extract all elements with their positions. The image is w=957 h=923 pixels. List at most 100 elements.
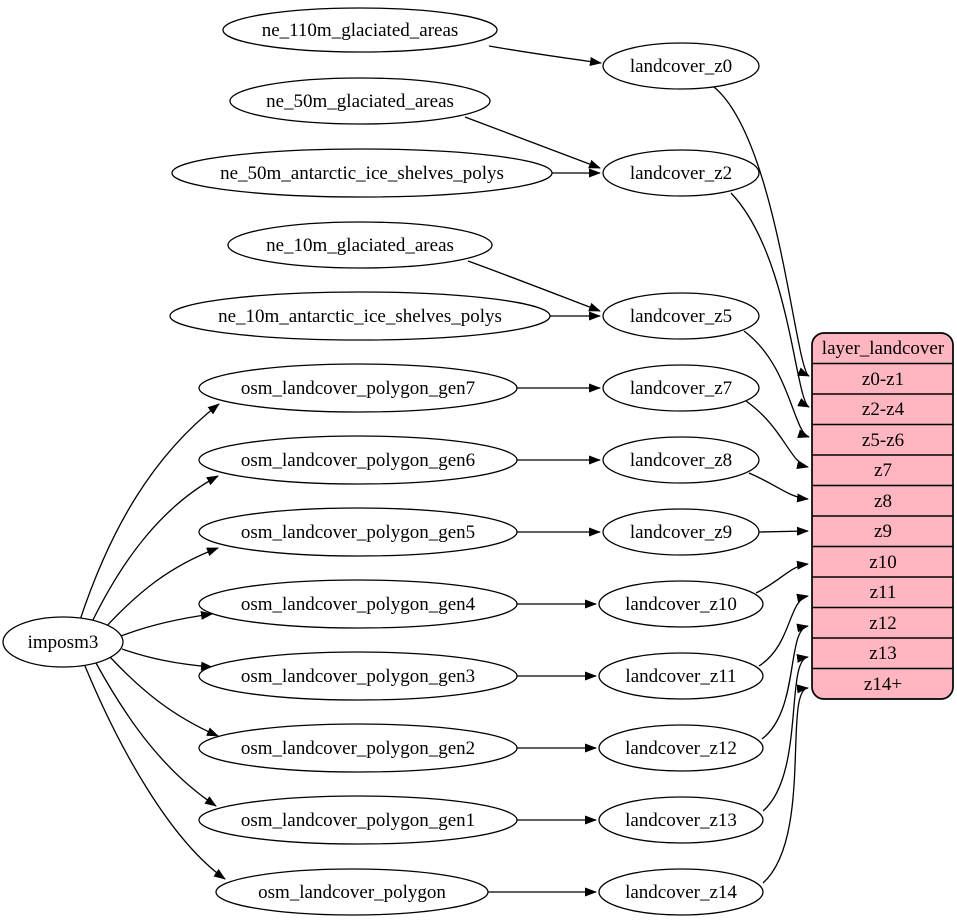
node-ellipse (2, 616, 124, 668)
edge-ne-50m-glaciated-areas--landcover-z2 (464, 116, 601, 169)
edge-ne-10m-glaciated-areas--landcover-z5 (467, 260, 601, 312)
node-label: landcover_z7 (630, 378, 732, 399)
node-ellipse (602, 292, 760, 340)
node-ne-110m-glaciated-areas: ne_110m_glaciated_areas (222, 7, 498, 53)
node-label: landcover_z14 (625, 882, 737, 903)
node-ellipse (198, 435, 518, 485)
node-imposm3: imposm3 (2, 616, 124, 668)
node-label: ne_50m_glaciated_areas (266, 91, 454, 112)
edge-landcover-z13--row-z13 (762, 654, 809, 812)
node-label: landcover_z12 (625, 738, 737, 759)
node-landcover-z0: landcover_z0 (602, 42, 760, 90)
node-ellipse (598, 652, 764, 700)
edges-layer (79, 45, 810, 897)
table-row-label-z11: z11 (870, 582, 897, 603)
node-label: ne_10m_glaciated_areas (266, 235, 454, 256)
table-row-label-z10: z10 (869, 552, 896, 573)
node-landcover-z9: landcover_z9 (602, 508, 760, 556)
node-landcover-z11: landcover_z11 (598, 652, 764, 700)
node-landcover-z12: landcover_z12 (598, 724, 764, 772)
node-ellipse (198, 795, 518, 845)
node-ellipse (171, 148, 553, 198)
edge-imposm3--osm-landcover-polygon-gen7 (79, 403, 220, 621)
edge-landcover-z12--row-z12 (761, 623, 809, 740)
node-label: landcover_z9 (630, 522, 732, 543)
node-osm-landcover-polygon-gen2: osm_landcover_polygon_gen2 (198, 723, 518, 773)
node-osm-landcover-polygon-gen4: osm_landcover_polygon_gen4 (198, 579, 518, 629)
node-label: osm_landcover_polygon_gen2 (241, 738, 475, 759)
edge-ne-110m-glaciated-areas--landcover-z0 (488, 45, 602, 66)
node-ellipse (198, 363, 518, 413)
node-label: landcover_z5 (630, 306, 732, 327)
node-landcover-z14: landcover_z14 (598, 868, 764, 916)
edge-landcover-z7--row-z7 (745, 400, 809, 469)
node-label: osm_landcover_polygon_gen5 (241, 522, 475, 543)
node-ellipse (598, 580, 764, 628)
edge-landcover-z9--row-z9 (758, 526, 809, 536)
node-landcover-z8: landcover_z8 (602, 436, 760, 484)
node-osm-landcover-polygon-gen7: osm_landcover_polygon_gen7 (198, 363, 518, 413)
node-ellipse (169, 291, 551, 341)
node-label: imposm3 (28, 632, 99, 653)
edge-landcover-z14--row-z14plus (762, 684, 809, 884)
edge-imposm3--osm-landcover-polygon-gen1 (95, 662, 217, 807)
nodes-layer: imposm3 ne_110m_glaciated_areas ne_50m_g… (2, 7, 764, 916)
node-label: osm_landcover_polygon (258, 882, 446, 903)
node-label: landcover_z10 (625, 594, 737, 615)
node-ellipse (215, 868, 489, 916)
edge-imposm3--osm-landcover-polygon-gen3 (121, 648, 213, 671)
node-ellipse (602, 508, 760, 556)
edge-landcover-z10--row-z10 (755, 560, 809, 594)
node-ne-10m-glaciated-areas: ne_10m_glaciated_areas (227, 221, 493, 269)
node-label: ne_50m_antarctic_ice_shelves_polys (220, 163, 504, 184)
node-osm-landcover-polygon-gen1: osm_landcover_polygon_gen1 (198, 795, 518, 845)
table-row-label-z8: z8 (874, 491, 892, 512)
node-ellipse (598, 796, 764, 844)
node-label: landcover_z13 (625, 810, 737, 831)
edge-landcover-z5--row-z5-z6 (743, 330, 810, 438)
node-ellipse (227, 221, 493, 269)
edge-landcover-z0--row-z0-z1 (713, 86, 810, 377)
node-label: osm_landcover_polygon_gen6 (241, 450, 475, 471)
edge-imposm3--osm-landcover-polygon (84, 665, 226, 880)
node-landcover-z7: landcover_z7 (602, 364, 760, 412)
edge-landcover-z2--row-z2-z4 (730, 192, 810, 408)
edge-imposm3--osm-landcover-polygon-gen6 (90, 475, 219, 625)
node-ne-10m-antarctic-ice-shelves-polys: ne_10m_antarctic_ice_shelves_polys (169, 291, 551, 341)
table-row-label-z7: z7 (874, 460, 892, 481)
node-label: osm_landcover_polygon_gen3 (241, 666, 475, 687)
node-ellipse (198, 723, 518, 773)
node-ellipse (602, 364, 760, 412)
node-ellipse (602, 42, 760, 90)
node-osm-landcover-polygon-gen6: osm_landcover_polygon_gen6 (198, 435, 518, 485)
node-landcover-z2: landcover_z2 (602, 149, 760, 197)
table-row-label-z12: z12 (869, 613, 896, 634)
node-ellipse (602, 436, 760, 484)
node-label: osm_landcover_polygon_gen4 (241, 594, 476, 615)
node-ellipse (602, 149, 760, 197)
node-label: ne_110m_glaciated_areas (262, 20, 459, 41)
node-landcover-z10: landcover_z10 (598, 580, 764, 628)
node-label: osm_landcover_polygon_gen1 (241, 810, 475, 831)
node-osm-landcover-polygon: osm_landcover_polygon (215, 868, 489, 916)
node-ellipse (598, 724, 764, 772)
edge-landcover-z8--row-z8 (748, 472, 809, 503)
node-label: landcover_z2 (630, 163, 732, 184)
node-label: landcover_z11 (625, 666, 736, 687)
table-row-label-z5-z6: z5-z6 (862, 430, 904, 451)
node-osm-landcover-polygon-gen5: osm_landcover_polygon_gen5 (198, 507, 518, 557)
table-row-label-z9: z9 (874, 521, 892, 542)
node-ellipse (229, 77, 491, 125)
node-label: ne_10m_antarctic_ice_shelves_polys (218, 306, 502, 327)
node-label: osm_landcover_polygon_gen7 (241, 378, 475, 399)
node-ne-50m-antarctic-ice-shelves-polys: ne_50m_antarctic_ice_shelves_polys (171, 148, 553, 198)
node-ellipse (598, 868, 764, 916)
node-ellipse (222, 7, 498, 53)
node-label: landcover_z8 (630, 450, 732, 471)
table-row-label-z2-z4: z2-z4 (862, 399, 905, 420)
edge-landcover-z11--row-z11 (758, 593, 809, 667)
table-row-label-z14plus: z14+ (864, 674, 902, 695)
edge-imposm3--osm-landcover-polygon-gen2 (109, 656, 219, 737)
